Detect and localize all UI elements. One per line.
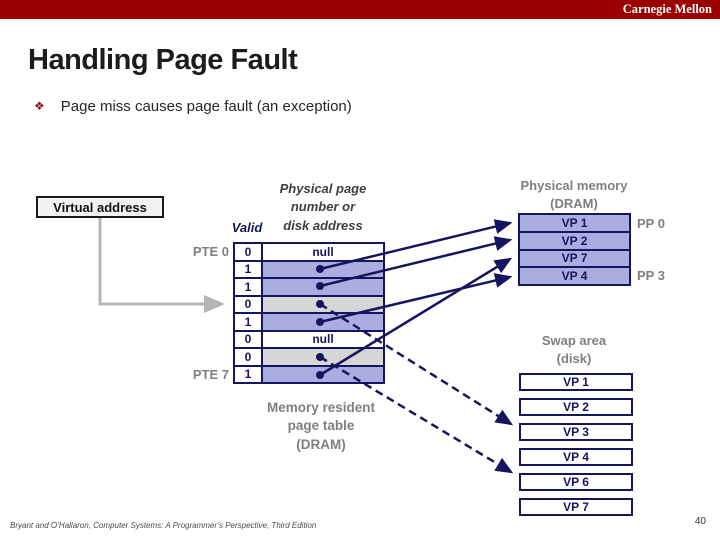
disk-row: VP 7 xyxy=(519,498,633,516)
disk-row: VP 6 xyxy=(519,473,633,491)
pte-content-cell xyxy=(263,314,383,330)
valid-cell: 0 xyxy=(235,296,261,312)
swap-title-line: (disk) xyxy=(556,351,592,367)
page-title: Handling Page Fault xyxy=(28,44,298,76)
pte-content-cell xyxy=(263,279,383,295)
valid-cell: 0 xyxy=(235,331,261,347)
pte-content-cell xyxy=(263,366,383,382)
dram-row: VP 7 xyxy=(520,250,629,267)
dram-title-line: Physical memory xyxy=(520,178,628,193)
valid-column-header: Valid xyxy=(231,220,263,235)
dram-title-line: (DRAM) xyxy=(550,196,598,212)
pp0-label: PP 0 xyxy=(637,216,665,231)
pp3-label: PP 3 xyxy=(637,268,665,283)
valid-cell: 1 xyxy=(235,261,261,277)
table-row: 1 xyxy=(235,366,383,382)
dram-title: Physical memory (DRAM) xyxy=(498,177,650,214)
ppn-column-header: Physical page number or disk address xyxy=(257,180,389,235)
caption-line: Memory resident xyxy=(266,400,376,415)
disk-row: VP 1 xyxy=(519,373,633,391)
table-row: 0 xyxy=(235,349,383,365)
pte-content-cell xyxy=(263,349,383,365)
virtual-address-label: Virtual address xyxy=(36,196,164,218)
valid-cell: 0 xyxy=(235,349,261,365)
valid-cell: 0 xyxy=(235,244,261,260)
table-row: 0 null xyxy=(235,331,383,347)
pte-content-cell: null xyxy=(263,244,383,260)
pte-content-cell xyxy=(263,261,383,277)
ppn-header-line: Physical page xyxy=(279,181,367,196)
valid-cell: 1 xyxy=(235,279,261,295)
dram-row: VP 4 xyxy=(520,268,629,284)
pte-content-cell: null xyxy=(263,331,383,347)
dram-row: VP 2 xyxy=(520,232,629,249)
bullet-item: ❖ Page miss causes page fault (an except… xyxy=(34,98,352,115)
ppn-header-line: number or xyxy=(290,199,356,215)
ppn-header-line: disk address xyxy=(283,217,363,233)
pte7-label: PTE 7 xyxy=(192,367,229,382)
page-table: 0 null 1 1 0 1 0 null 0 1 xyxy=(233,242,385,384)
swap-title-line: Swap area xyxy=(541,333,607,348)
swap-area-title: Swap area (disk) xyxy=(498,332,650,369)
table-row: 0 null xyxy=(235,244,383,260)
table-row: 1 xyxy=(235,261,383,277)
disk-row: VP 4 xyxy=(519,448,633,466)
table-row: 1 xyxy=(235,314,383,330)
brand-text: Carnegie Mellon xyxy=(622,2,712,16)
pte-content-cell xyxy=(263,296,383,312)
page-number: 40 xyxy=(694,516,706,527)
table-row: 0 xyxy=(235,296,383,312)
diamond-bullet-icon: ❖ xyxy=(34,99,45,113)
table-row: 1 xyxy=(235,279,383,295)
valid-cell: 1 xyxy=(235,314,261,330)
disk-row: VP 3 xyxy=(519,423,633,441)
valid-cell: 1 xyxy=(235,366,261,382)
page-table-caption: Memory resident page table (DRAM) xyxy=(248,399,394,454)
top-brand-bar: Carnegie Mellon xyxy=(0,0,720,21)
pte0-label: PTE 0 xyxy=(192,244,229,259)
dram-row: VP 1 xyxy=(520,215,629,231)
bullet-text: Page miss causes page fault (an exceptio… xyxy=(60,98,352,115)
dram-box: VP 1 VP 2 VP 7 VP 4 xyxy=(518,213,631,286)
virtual-address-arrow xyxy=(98,218,225,313)
disk-row: VP 2 xyxy=(519,398,633,416)
footer-citation: Bryant and O’Hallaron, Computer Systems:… xyxy=(10,521,317,530)
caption-line: (DRAM) xyxy=(296,436,346,452)
caption-line: page table xyxy=(287,418,355,434)
